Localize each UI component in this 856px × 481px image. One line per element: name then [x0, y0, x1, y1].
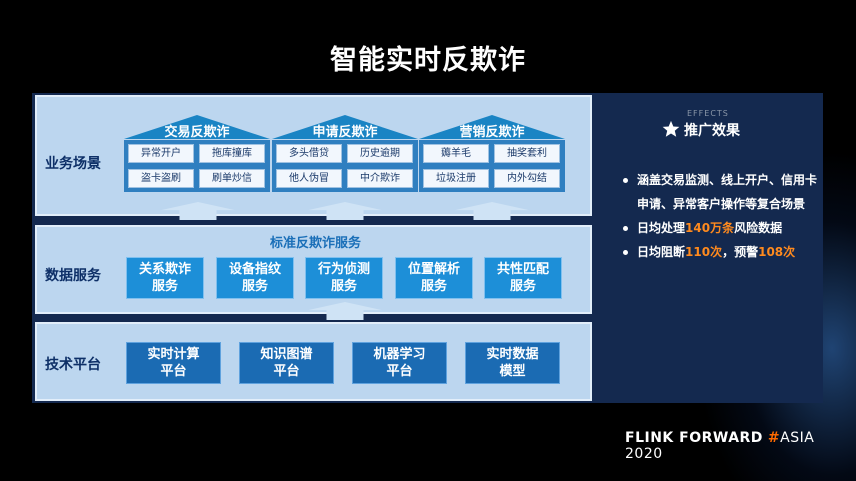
tag: 抽奖套利: [494, 144, 560, 163]
tag: 他人伪冒: [276, 169, 342, 188]
up-arrow: [455, 202, 529, 220]
highlight-value: 108次: [758, 245, 796, 259]
tag: 多头借贷: [276, 144, 342, 163]
platform-box: 实时计算 平台: [126, 342, 221, 384]
platform-box: 知识图谱 平台: [239, 342, 334, 384]
effects-item-text: 涵盖交易监测、线上开户、信用卡申请、异常客户操作等复合场景: [637, 173, 818, 211]
service-box: 位置解析 服务: [395, 257, 473, 299]
event-text: ASIA 2020: [625, 430, 815, 462]
group-title-marketing: 营销反欺诈: [459, 125, 525, 140]
tag: 内外勾结: [494, 169, 560, 188]
hash-mark: #: [767, 430, 781, 446]
effects-text: 日均阻断: [637, 245, 686, 259]
up-arrow: [161, 202, 235, 220]
highlight-value: 110次: [685, 245, 723, 259]
tag: 刷单炒信: [199, 169, 265, 188]
tag: 异常开户: [128, 144, 194, 163]
tag: 垃圾注册: [423, 169, 489, 188]
effects-heading: 推广效果: [662, 120, 740, 140]
effects-text: 日均处理: [637, 221, 686, 235]
tag: 历史逾期: [347, 144, 413, 163]
effects-caption: EFFECTS: [687, 109, 729, 118]
up-arrow: [308, 202, 382, 220]
business-layer-label: 业务场景: [45, 156, 101, 172]
service-box: 关系欺诈 服务: [126, 257, 204, 299]
effects-text: 风险数据: [734, 221, 783, 235]
up-arrow: [308, 302, 382, 320]
tag: 盗卡盗刷: [128, 169, 194, 188]
standard-service-title: 标准反欺诈服务: [269, 236, 361, 251]
page-title: 智能实时反欺诈: [330, 45, 526, 76]
tag: 拖库撞库: [199, 144, 265, 163]
effects-list: 涵盖交易监测、线上开户、信用卡申请、异常客户操作等复合场景 日均处理140万条风…: [621, 168, 821, 264]
highlight-value: 140万条: [685, 221, 735, 235]
group-title-application: 申请反欺诈: [312, 125, 378, 140]
service-box: 设备指纹 服务: [216, 257, 294, 299]
platform-box: 机器学习 平台: [352, 342, 447, 384]
group-title-transaction: 交易反欺诈: [164, 125, 230, 140]
event-footer: FLINK FORWARD #ASIA 2020: [625, 430, 856, 462]
effects-item: 涵盖交易监测、线上开户、信用卡申请、异常客户操作等复合场景: [621, 168, 821, 216]
tag: 薅羊毛: [423, 144, 489, 163]
service-box: 共性匹配 服务: [484, 257, 562, 299]
effects-item: 日均阻断110次，预警108次: [621, 240, 821, 264]
tech-layer-label: 技术平台: [45, 357, 101, 373]
service-box: 行为侦测 服务: [305, 257, 383, 299]
brand-text: FLINK FORWARD: [625, 430, 763, 446]
data-service-layer-label: 数据服务: [45, 268, 101, 284]
star-icon: [662, 120, 680, 137]
effects-heading-label: 推广效果: [684, 123, 740, 139]
tag: 中介欺诈: [347, 169, 413, 188]
effects-item: 日均处理140万条风险数据: [621, 216, 821, 240]
effects-text: ，预警: [722, 245, 759, 259]
platform-box: 实时数据 模型: [465, 342, 560, 384]
